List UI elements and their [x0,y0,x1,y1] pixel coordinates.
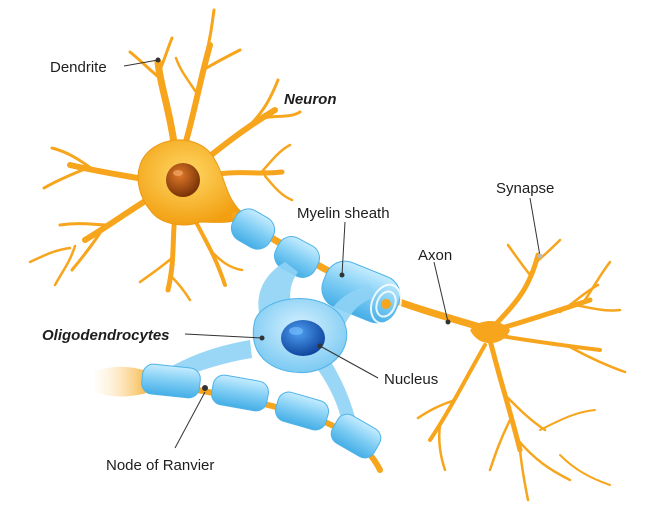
lower-myelin-segments [141,363,382,459]
lower-axon-tail [95,366,150,397]
oligodendrocyte-nucleus [281,320,325,356]
neuron-nucleus [166,163,200,197]
label-neuron: Neuron [284,91,337,108]
label-dendrite: Dendrite [50,59,107,76]
axon-hillock-terminal [470,321,510,344]
axon-terminal [416,238,627,502]
label-synapse: Synapse [496,180,554,197]
label-node-of-ranvier: Node of Ranvier [106,457,214,474]
label-myelin-sheath: Myelin sheath [297,205,390,222]
label-oligodendrocytes: Oligodendrocytes [42,327,170,344]
oligodendrocyte [165,262,372,440]
label-nucleus: Nucleus [384,371,438,388]
node-of-ranvier-marker [202,385,208,391]
sheath-end-rings [370,283,402,325]
leader-lines [123,59,541,449]
leader-dots [155,57,543,349]
label-axon: Axon [418,247,452,264]
